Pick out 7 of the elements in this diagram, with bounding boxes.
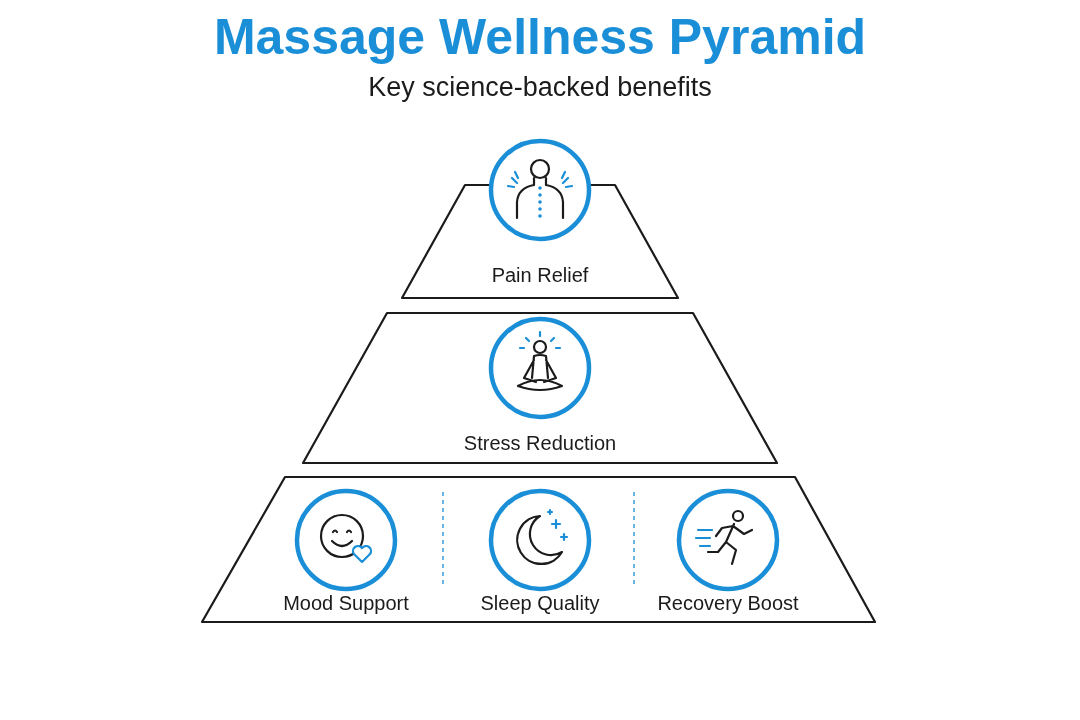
benefit-label: Mood Support [283, 592, 409, 615]
benefit-label: Recovery Boost [657, 592, 799, 615]
subtitle: Key science-backed benefits [368, 72, 712, 102]
benefit-label: Pain Relief [491, 264, 589, 287]
benefit-label: Sleep Quality [480, 592, 600, 615]
title: Massage Wellness Pyramid [213, 9, 867, 65]
benefit-label: Stress Reduction [463, 432, 617, 455]
